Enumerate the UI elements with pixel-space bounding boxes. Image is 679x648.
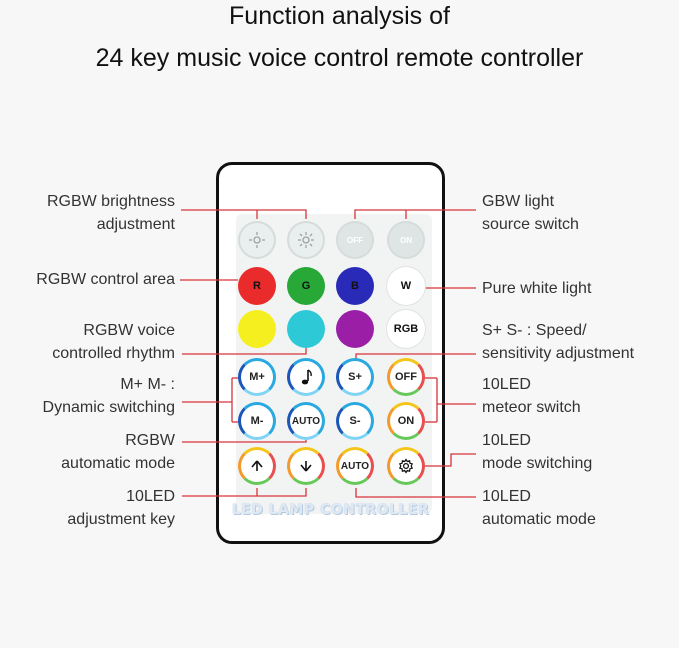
blue-button[interactable]: B	[336, 267, 374, 305]
label-line: Dynamic switching	[42, 399, 175, 416]
brand-text: LED LAMP CONTROLLER	[231, 502, 430, 518]
label-line: S+ S- : Speed/	[482, 322, 587, 339]
s-minus-label: S-	[349, 415, 361, 427]
m-plus-button[interactable]: M+	[238, 358, 276, 396]
red-label: R	[253, 280, 261, 292]
label-rgbw-brightness: RGBW brightness adjustment	[47, 190, 175, 236]
s-plus-button[interactable]: S+	[336, 358, 374, 396]
label-line: RGBW brightness	[46, 193, 175, 210]
label-pure-white: Pure white light	[482, 277, 591, 300]
label-m-plus-minus: M+ M- : Dynamic switching	[43, 373, 175, 419]
gbw-on-button[interactable]: ON	[387, 221, 425, 259]
meteor-on-label: ON	[397, 415, 415, 427]
label-rgbw-auto: RGBW automatic mode	[61, 429, 175, 475]
label-line: meteor switch	[482, 399, 581, 416]
gbw-off-label: OFF	[347, 235, 363, 245]
rgbw-auto-button[interactable]: AUTO	[287, 402, 325, 440]
led-auto-label: AUTO	[340, 460, 370, 472]
white-button[interactable]: W	[387, 267, 425, 305]
m-minus-label: M-	[250, 415, 264, 427]
label-line: adjustment	[96, 216, 175, 233]
sun-bright-icon	[298, 232, 314, 248]
meteor-off-label: OFF	[395, 371, 417, 383]
label-line: 10LED	[126, 488, 175, 505]
label-line: GBW light	[482, 193, 555, 210]
meteor-on-button[interactable]: ON	[387, 402, 425, 440]
mode-switch-button[interactable]	[387, 447, 425, 485]
brightness-down-button[interactable]	[238, 221, 276, 259]
gbw-on-label: ON	[400, 235, 412, 245]
label-line: 10LED	[482, 488, 531, 505]
arrow-up-icon	[251, 460, 263, 471]
red-button[interactable]: R	[238, 267, 276, 305]
purple-button[interactable]	[336, 310, 374, 348]
label-mode-switching: 10LED mode switching	[482, 429, 592, 475]
rgbw-auto-label: AUTO	[291, 415, 321, 427]
gear-icon	[398, 458, 414, 474]
label-line: Pure white light	[482, 280, 592, 297]
yellow-button[interactable]	[238, 310, 276, 348]
music-button[interactable]	[287, 358, 325, 396]
label-line: controlled rhythm	[52, 345, 175, 362]
label-meteor-switch: 10LED meteor switch	[482, 373, 581, 419]
sun-dim-icon	[249, 232, 265, 248]
led-down-button[interactable]	[287, 447, 325, 485]
label-line: RGBW control area	[36, 271, 175, 288]
label-line: RGBW	[125, 432, 175, 449]
label-line: mode switching	[482, 455, 593, 472]
brightness-up-button[interactable]	[287, 221, 325, 259]
s-plus-label: S+	[348, 371, 362, 383]
rgb-label: RGB	[393, 323, 419, 335]
white-label: W	[400, 280, 412, 292]
m-plus-label: M+	[249, 371, 265, 383]
label-line: automatic mode	[61, 455, 175, 472]
label-adjustment-key: 10LED adjustment key	[67, 485, 175, 531]
label-line: automatic mode	[482, 511, 596, 528]
blue-label: B	[351, 280, 359, 292]
title-line-1: Function analysis of	[229, 2, 450, 30]
s-minus-button[interactable]: S-	[336, 402, 374, 440]
rgb-button[interactable]: RGB	[387, 310, 425, 348]
label-line: sensitivity adjustment	[482, 345, 635, 362]
label-line: 10LED	[482, 376, 531, 393]
arrow-down-icon	[300, 461, 312, 472]
label-rgbw-voice: RGBW voice controlled rhythm	[52, 319, 175, 365]
led-auto-button[interactable]: AUTO	[336, 447, 374, 485]
label-rgbw-control-area: RGBW control area	[36, 268, 175, 291]
label-line: source switch	[482, 216, 579, 233]
label-line: 10LED	[482, 432, 531, 449]
label-line: M+ M- :	[120, 376, 175, 393]
music-note-icon	[301, 369, 312, 385]
meteor-off-button[interactable]: OFF	[387, 358, 425, 396]
gbw-off-button[interactable]: OFF	[336, 221, 374, 259]
m-minus-button[interactable]: M-	[238, 402, 276, 440]
green-label: G	[301, 280, 311, 292]
label-speed-sensitivity: S+ S- : Speed/ sensitivity adjustment	[482, 319, 634, 365]
title-line-2: 24 key music voice control remote contro…	[95, 44, 584, 72]
label-gbw-light: GBW light source switch	[482, 190, 579, 236]
led-up-button[interactable]	[238, 447, 276, 485]
label-line: RGBW voice	[83, 322, 175, 339]
label-line: adjustment key	[67, 511, 175, 528]
cyan-button[interactable]	[287, 310, 325, 348]
label-auto-mode-10led: 10LED automatic mode	[482, 485, 596, 531]
green-button[interactable]: G	[287, 267, 325, 305]
